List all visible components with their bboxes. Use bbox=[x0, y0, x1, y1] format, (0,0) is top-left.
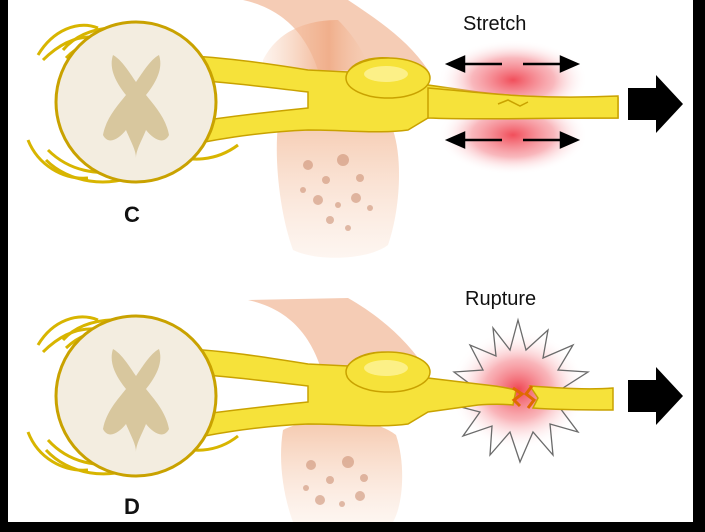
nerve-injury-diagram: Stretch C bbox=[8, 0, 693, 522]
panel-c-caption: Stretch bbox=[463, 13, 526, 35]
pull-arrow-d bbox=[628, 367, 683, 425]
panel-d: Rupture D bbox=[28, 288, 683, 522]
panel-c: Stretch C bbox=[28, 0, 683, 258]
panel-d-letter: D bbox=[124, 494, 140, 519]
pull-arrow-c bbox=[628, 75, 683, 133]
vertebra-bone bbox=[281, 419, 402, 522]
vertebra-bone bbox=[277, 114, 399, 257]
diagram-frame: Stretch C bbox=[8, 0, 693, 522]
spinal-cord-section bbox=[56, 316, 216, 476]
panel-c-letter: C bbox=[124, 202, 140, 227]
panel-d-caption: Rupture bbox=[465, 288, 536, 310]
spinal-cord-section bbox=[56, 22, 216, 182]
